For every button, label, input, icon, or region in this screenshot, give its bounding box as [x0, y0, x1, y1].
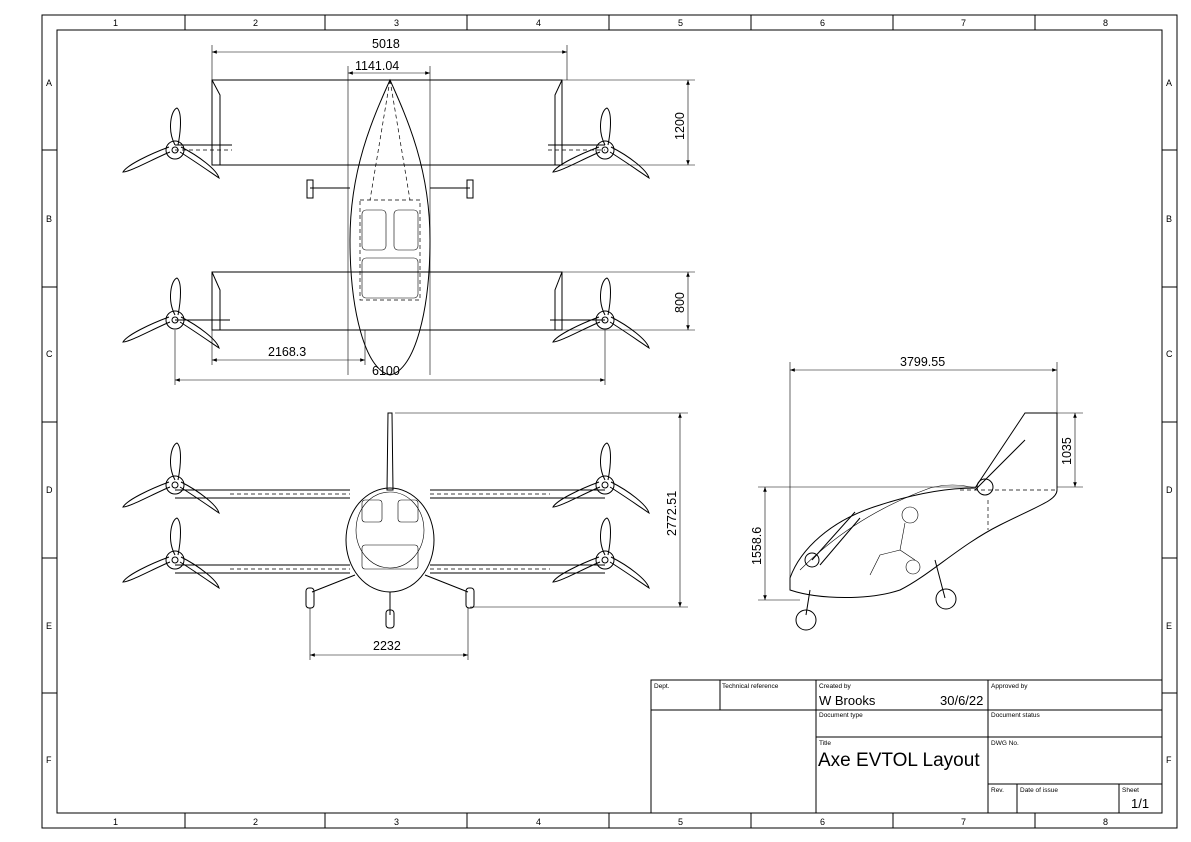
dim-fuselage-width: 1141.04: [355, 59, 399, 73]
zone-row-b: B: [46, 214, 52, 224]
fuselage-side: [789, 412, 1058, 598]
fuselage-top: [349, 78, 431, 376]
zone-row-e-right: E: [1166, 621, 1172, 631]
rotor-front-left: [122, 107, 220, 179]
zone-ticks: [42, 15, 1177, 828]
dim-track-width: 2232: [373, 639, 401, 653]
top-view: [122, 78, 650, 376]
zone-col-3: 3: [394, 18, 399, 28]
zone-col-8-bottom: 8: [1103, 817, 1108, 827]
rotor-front-right: [552, 107, 650, 179]
sheet-label: Sheet: [1122, 787, 1139, 794]
dim-overall-wing-span: 5018: [372, 37, 400, 51]
main-wheel: [935, 588, 957, 610]
zone-row-c-right: C: [1166, 349, 1173, 359]
zone-row-a-right: A: [1166, 78, 1172, 88]
zone-row-c: C: [46, 349, 53, 359]
front-view: [122, 412, 650, 629]
top-view-dimensions: 5018 1141.04 1200 800 2168.3 6100: [174, 37, 695, 385]
zone-row-b-right: B: [1166, 214, 1172, 224]
rear-wing: [211, 271, 563, 331]
front-wing: [211, 79, 563, 166]
zone-col-5: 5: [678, 18, 683, 28]
front-view-dimensions: 2772.51 2232: [309, 412, 688, 660]
zone-row-f-right: F: [1166, 755, 1172, 765]
zone-row-d-right: D: [1166, 485, 1173, 495]
zone-col-2-bottom: 2: [253, 817, 258, 827]
dim-overall-length: 3799.55: [900, 355, 945, 369]
side-view: [789, 412, 1058, 631]
document-status-label: Document status: [991, 712, 1041, 719]
drawing-title: Axe EVTOL Layout: [818, 750, 980, 771]
zone-labels: 1 2 3 4 5 6 7 8 1 2 3 4 5 6 7 8 A B C D …: [46, 18, 1173, 827]
approved-by-label: Approved by: [991, 683, 1028, 690]
dim-rear-boom-offset: 2168.3: [268, 345, 306, 359]
sheet-value: 1/1: [1131, 796, 1149, 811]
fuselage-front: [345, 487, 435, 593]
side-view-dimensions: 3799.55 1035 1558.6: [750, 355, 1083, 601]
dwg-no-label: DWG No.: [991, 740, 1019, 747]
zone-row-e: E: [46, 621, 52, 631]
dim-overall-height: 2772.51: [665, 491, 679, 536]
zone-col-3-bottom: 3: [394, 817, 399, 827]
zone-col-8: 8: [1103, 18, 1108, 28]
zone-col-1: 1: [113, 18, 118, 28]
dim-fuselage-height: 1558.6: [750, 527, 764, 565]
zone-col-6: 6: [820, 18, 825, 28]
title-block: Dept. Technical reference Created by W B…: [650, 679, 1163, 814]
zone-col-1-bottom: 1: [113, 817, 118, 827]
zone-col-4: 4: [536, 18, 541, 28]
rotor-front-view-4: [552, 517, 650, 589]
zone-col-7: 7: [961, 18, 966, 28]
zone-col-5-bottom: 5: [678, 817, 683, 827]
dim-rotor-span: 6100: [372, 364, 400, 378]
rotor-front-view-1: [122, 442, 220, 514]
zone-col-2: 2: [253, 18, 258, 28]
rev-label: Rev.: [991, 787, 1004, 794]
dept-label: Dept.: [654, 683, 670, 690]
dim-rear-wing-chord: 800: [673, 292, 687, 313]
zone-row-d: D: [46, 485, 53, 495]
created-by-label: Created by: [819, 683, 852, 690]
document-type-label: Document type: [819, 712, 863, 719]
date-of-issue-label: Date of issue: [1020, 787, 1058, 794]
title-label: Title: [819, 740, 831, 747]
zone-row-a: A: [46, 78, 52, 88]
tail-fin-front: [386, 412, 394, 491]
dim-tail-height: 1035: [1060, 437, 1074, 465]
rotor-rear-left: [122, 277, 220, 349]
zone-col-7-bottom: 7: [961, 817, 966, 827]
rotor-rear-right: [552, 277, 650, 349]
zone-row-f: F: [46, 755, 52, 765]
nose-wheel: [795, 609, 817, 631]
rotor-front-view-2: [552, 442, 650, 514]
technical-reference-label: Technical reference: [722, 683, 779, 690]
dim-front-wing-chord: 1200: [673, 112, 687, 140]
rotor-front-view-3: [122, 517, 220, 589]
zone-col-4-bottom: 4: [536, 817, 541, 827]
created-by-value: W Brooks: [819, 693, 876, 708]
created-date-value: 30/6/22: [940, 693, 983, 708]
zone-col-6-bottom: 6: [820, 817, 825, 827]
